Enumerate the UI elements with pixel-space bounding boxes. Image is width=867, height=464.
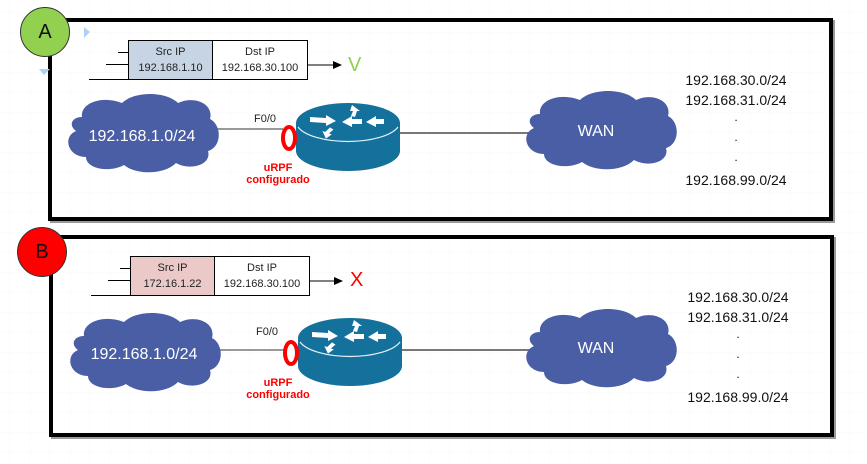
interface-label-b: F0/0 bbox=[256, 326, 279, 338]
dst-ip-value: 192.168.30.100 bbox=[223, 278, 301, 290]
urpf-label-a: uRPF configurado bbox=[240, 162, 316, 186]
lan-cloud-a: 192.168.1.0/24 bbox=[88, 128, 196, 145]
packet-header-b: Src IP 172.16.1.22 Dst IP 192.168.30.100 bbox=[130, 256, 310, 296]
urpf-label-b: uRPF configurado bbox=[240, 377, 316, 401]
route-ellipsis: . bbox=[736, 327, 740, 341]
urpf-subtitle: configurado bbox=[246, 389, 310, 401]
dst-ip-header: Dst IP bbox=[245, 46, 275, 58]
wan-cloud-a: WAN bbox=[577, 123, 615, 140]
route-item: 192.168.99.0/24 bbox=[685, 172, 787, 188]
scenario-a-badge: A bbox=[20, 7, 70, 57]
arrow-a-icon bbox=[333, 61, 342, 69]
verdict-drop: X bbox=[350, 269, 364, 291]
dst-ip-header: Dst IP bbox=[247, 262, 277, 274]
dst-ip-value: 192.168.30.100 bbox=[221, 62, 299, 74]
route-ellipsis: . bbox=[734, 150, 738, 164]
arrow-b-icon bbox=[334, 277, 343, 285]
packet-lead-line bbox=[91, 295, 130, 296]
src-ip-value: 192.168.1.10 bbox=[138, 62, 203, 74]
src-ip-header: Src IP bbox=[155, 46, 186, 58]
handle-down-icon bbox=[39, 69, 50, 75]
route-item: 192.168.31.0/24 bbox=[687, 309, 789, 325]
route-item: 192.168.30.0/24 bbox=[687, 289, 789, 305]
interface-label-a: F0/0 bbox=[254, 113, 277, 125]
urpf-title: uRPF bbox=[263, 377, 293, 389]
dst-ip-field: Dst IP 192.168.30.100 bbox=[215, 257, 309, 295]
packet-lead-line bbox=[118, 52, 128, 53]
urpf-title: uRPF bbox=[263, 162, 293, 174]
packet-lead-line bbox=[106, 64, 128, 65]
badge-label: A bbox=[38, 20, 52, 43]
src-ip-value: 172.16.1.22 bbox=[143, 278, 202, 290]
scenario-a-frame bbox=[48, 18, 833, 221]
dst-ip-field: Dst IP 192.168.30.100 bbox=[213, 41, 307, 79]
route-ellipsis: . bbox=[736, 367, 740, 381]
packet-lead-line bbox=[108, 280, 130, 281]
wan-cloud-b: WAN bbox=[577, 340, 615, 357]
route-item: 192.168.99.0/24 bbox=[687, 389, 789, 405]
route-ellipsis: . bbox=[734, 130, 738, 144]
packet-lead-line bbox=[120, 268, 130, 269]
scenario-b-frame bbox=[49, 235, 834, 437]
packet-header-a: Src IP 192.168.1.10 Dst IP 192.168.30.10… bbox=[128, 40, 308, 80]
src-ip-field: Src IP 192.168.1.10 bbox=[129, 41, 213, 79]
urpf-ring-b-icon bbox=[283, 340, 299, 366]
verdict-pass: V bbox=[348, 54, 362, 76]
scenario-b-badge: B bbox=[17, 227, 67, 277]
route-list-b: 192.168.30.0/24 192.168.31.0/24 . . . 19… bbox=[668, 287, 808, 407]
src-ip-header: Src IP bbox=[157, 262, 188, 274]
router-a-icon bbox=[295, 102, 401, 172]
route-item: 192.168.31.0/24 bbox=[685, 92, 787, 108]
urpf-subtitle: configurado bbox=[246, 174, 310, 186]
route-list-a: 192.168.30.0/24 192.168.31.0/24 . . . 19… bbox=[666, 70, 806, 190]
badge-label: B bbox=[35, 240, 49, 263]
lan-cloud-b: 192.168.1.0/24 bbox=[90, 346, 198, 363]
router-b-icon bbox=[297, 317, 403, 387]
src-ip-field: Src IP 172.16.1.22 bbox=[131, 257, 215, 295]
packet-lead-line bbox=[89, 79, 128, 80]
handle-right-icon bbox=[84, 27, 90, 38]
route-item: 192.168.30.0/24 bbox=[685, 72, 787, 88]
route-ellipsis: . bbox=[736, 347, 740, 361]
route-ellipsis: . bbox=[734, 110, 738, 124]
urpf-ring-a-icon bbox=[281, 125, 297, 151]
